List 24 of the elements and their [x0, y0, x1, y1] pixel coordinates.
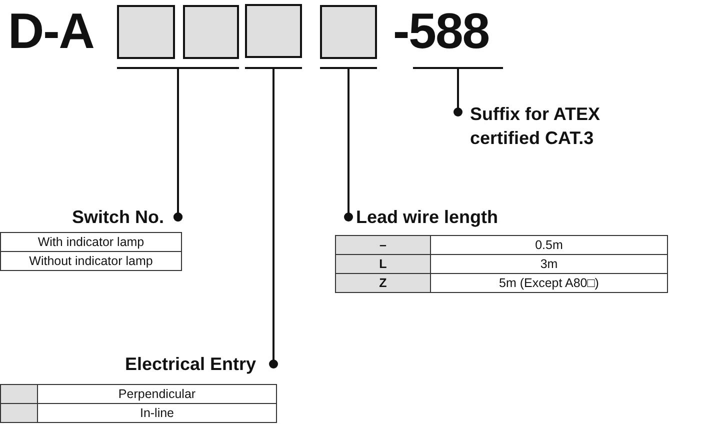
leader-line — [344, 67, 353, 222]
table-cell: Without indicator lamp — [0, 252, 182, 270]
code-box — [245, 4, 302, 58]
suffix-code: -588 — [393, 6, 503, 60]
leader-line — [174, 67, 211, 222]
table-cell: With indicator lamp — [0, 232, 182, 252]
suffix-description: Suffix for ATEX certified CAT.3 — [470, 102, 665, 146]
table-cell: 0.5m — [430, 236, 668, 254]
part-prefix: D-A — [8, 6, 94, 56]
table-cell: 5m (Except A80□) — [430, 274, 668, 292]
code-cell: L — [336, 254, 430, 274]
leader-line — [269, 67, 278, 368]
code-box — [320, 5, 377, 59]
table-cell: 3m — [430, 254, 668, 274]
section-heading: Switch No. — [36, 207, 164, 227]
section-heading: Lead wire length — [356, 207, 526, 227]
leader-line — [454, 67, 462, 116]
section-heading: Electrical Entry — [52, 354, 256, 374]
code-box — [183, 5, 239, 59]
table-cell: Perpendicular — [38, 384, 276, 404]
code-cell: Z — [336, 274, 430, 292]
code-cell: – — [336, 236, 430, 254]
code-box — [117, 5, 175, 59]
table-cell: In-line — [38, 404, 276, 422]
